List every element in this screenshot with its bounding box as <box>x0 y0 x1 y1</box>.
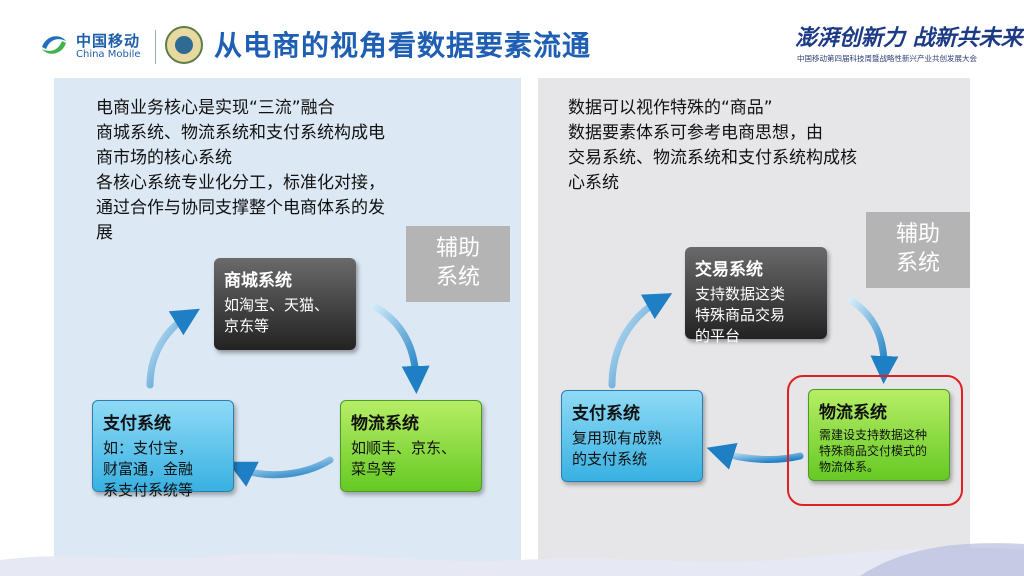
box-desc: 物流体系。 <box>819 460 880 474</box>
event-subtitle: 中国移动第四届科技周暨战略性新兴产业共创发展大会 <box>797 54 977 63</box>
data-element-intro: 数据可以视作特殊的“商品” 数据要素体系可参考电商思想，由 交易系统、物流系统和… <box>568 96 857 196</box>
logo-text-cn: 中国移动 <box>76 32 141 50</box>
mountain-decoration <box>0 543 1024 576</box>
aux-system-box: 辅助 系统 <box>406 226 510 302</box>
logistics-system-box: 物流系统 需建设支持数据这种 特殊商品交付模式的 物流体系。 <box>808 389 950 481</box>
mall-system-box: 商城系统 如淘宝、天猫、 京东等 <box>214 258 356 350</box>
box-desc: 如：支付宝， <box>103 439 194 457</box>
intro-line: 展 <box>96 223 113 243</box>
logistics-highlight-frame <box>787 375 963 506</box>
box-title: 物流系统 <box>351 414 419 434</box>
box-desc: 特殊商品交易 <box>695 306 786 324</box>
event-slogan: 澎湃创新力 战新共未来 <box>795 25 1023 51</box>
aux-label: 辅助 <box>895 222 940 247</box>
box-title: 支付系统 <box>103 414 171 434</box>
logistics-system-box: 物流系统 如顺丰、京东、 菜鸟等 <box>340 400 482 492</box>
intro-line: 数据要素体系可参考电商思想，由 <box>568 123 823 143</box>
page-title: 从电商的视角看数据要素流通 <box>214 29 592 62</box>
intro-line: 电商业务核心是实现“三流”融合 <box>96 98 335 118</box>
intro-line: 交易系统、物流系统和支付系统构成核 <box>568 148 857 168</box>
box-desc: 财富通，金融 <box>103 460 194 478</box>
box-desc: 京东等 <box>224 317 270 335</box>
payment-system-box: 支付系统 如：支付宝， 财富通，金融 系支付系统等 <box>92 400 234 499</box>
box-desc: 复用现有成熟 <box>572 429 663 447</box>
aux-label: 系统 <box>435 265 480 290</box>
trade-system-box: 交易系统 支持数据这类 特殊商品交易 的平台 <box>685 247 827 345</box>
box-desc: 特殊商品交付模式的 <box>819 444 928 458</box>
china-mobile-logo-icon <box>42 36 66 54</box>
box-desc: 需建设支持数据这种 <box>819 428 928 442</box>
header-divider <box>155 30 156 64</box>
logo-text-en: China Mobile <box>76 49 141 60</box>
emblem-icon <box>165 26 203 64</box>
ecommerce-intro: 电商业务核心是实现“三流”融合 商城系统、物流系统和支付系统构成电 商市场的核心… <box>96 96 385 246</box>
intro-line: 数据可以视作特殊的“商品” <box>568 98 773 118</box>
box-desc: 菜鸟等 <box>351 460 397 478</box>
intro-line: 心系统 <box>568 173 619 193</box>
box-desc: 如顺丰、京东、 <box>351 439 457 457</box>
box-desc: 如淘宝、天猫、 <box>224 296 330 314</box>
box-desc: 的平台 <box>695 327 741 345</box>
intro-line: 通过合作与协同支撑整个电商体系的发 <box>96 198 385 218</box>
intro-line: 商城系统、物流系统和支付系统构成电 <box>96 123 385 143</box>
box-desc: 的支付系统 <box>572 450 648 468</box>
box-title: 交易系统 <box>695 260 763 280</box>
box-desc: 系支付系统等 <box>103 481 194 499</box>
box-desc: 支持数据这类 <box>695 285 786 303</box>
payment-system-box: 支付系统 复用现有成熟 的支付系统 <box>561 390 703 482</box>
box-title: 物流系统 <box>819 403 887 423</box>
aux-system-box: 辅助 系统 <box>866 212 970 288</box>
aux-label: 系统 <box>895 251 940 276</box>
box-title: 商城系统 <box>224 271 292 291</box>
aux-label: 辅助 <box>435 236 480 261</box>
box-title: 支付系统 <box>572 404 640 424</box>
intro-line: 商市场的核心系统 <box>96 148 232 168</box>
intro-line: 各核心系统专业化分工，标准化对接， <box>96 173 385 193</box>
